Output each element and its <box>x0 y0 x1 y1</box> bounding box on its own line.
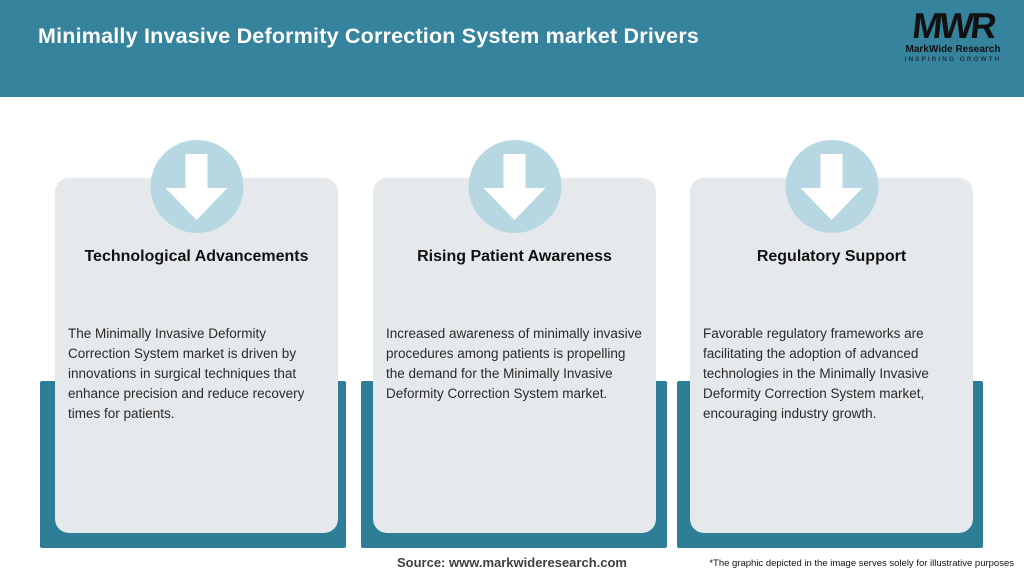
card-title: Regulatory Support <box>756 248 907 265</box>
markwide-research-logo: MWR MarkWide Research INSPIRING GROWTH <box>898 5 1008 64</box>
header-banner: Minimally Invasive Deformity Correction … <box>0 0 1024 97</box>
illustrative-disclaimer: *The graphic depicted in the image serve… <box>709 558 1014 569</box>
logo-name: MarkWide Research <box>905 44 1001 55</box>
down-arrow-icon <box>468 140 561 233</box>
card-body: Increased awareness of minimally invasiv… <box>386 326 642 401</box>
driver-card-technological-advancements: Technological Advancements The Minimally… <box>55 140 338 533</box>
logo-monogram: MWR <box>910 5 996 46</box>
driver-card-regulatory-support: Regulatory Support Favorable regulatory … <box>690 140 973 533</box>
card-title: Rising Patient Awareness <box>417 248 612 265</box>
card-body: The Minimally Invasive Deformity Correct… <box>68 326 305 421</box>
driver-card-rising-patient-awareness: Rising Patient Awareness Increased aware… <box>373 140 656 533</box>
page-title: Minimally Invasive Deformity Correction … <box>38 24 700 48</box>
down-arrow-icon <box>150 140 243 233</box>
down-arrow-icon <box>785 140 878 233</box>
card-title: Technological Advancements <box>84 248 309 265</box>
card-body: Favorable regulatory frameworks are faci… <box>703 326 929 421</box>
logo-tagline: INSPIRING GROWTH <box>904 56 1002 63</box>
source-attribution: Source: www.markwideresearch.com <box>396 555 627 570</box>
